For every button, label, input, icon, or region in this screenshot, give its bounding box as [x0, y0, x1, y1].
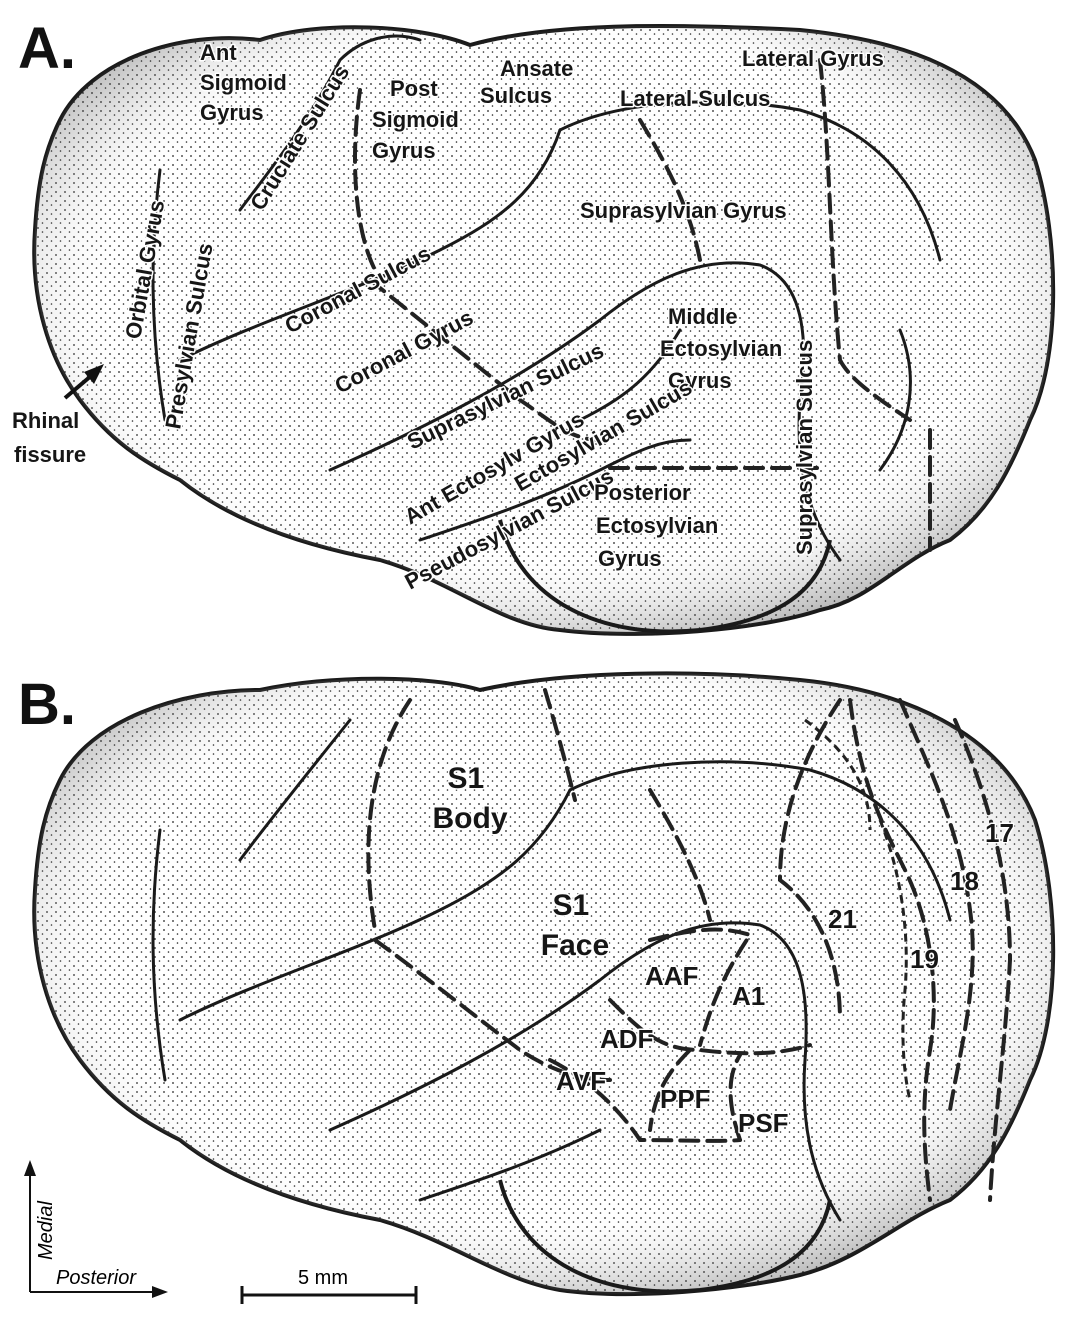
panel-b: B. S1 Body S1 Face: [18, 672, 1053, 1294]
label-area-18: 18: [950, 866, 979, 896]
label-suprasylvian-gyrus: Suprasylvian Gyrus: [580, 198, 787, 223]
label-lateral-gyrus: Lateral Gyrus: [742, 46, 884, 71]
label-posterior: Posterior: [56, 1267, 137, 1289]
label-lateral-sulcus: Lateral Sulcus: [620, 86, 770, 111]
label-adf: ADF: [600, 1024, 653, 1054]
scale-bar-label: 5 mm: [298, 1267, 348, 1289]
label-suprasylvian-sulcus-b: Suprasylvian Sulcus: [792, 340, 817, 555]
panel-b-letter: B.: [18, 672, 76, 737]
label-area-21: 21: [828, 904, 857, 934]
label-avf: AVF: [556, 1066, 606, 1096]
panel-b-edge-shading: [34, 673, 1053, 1294]
label-area-17: 17: [985, 818, 1014, 848]
posterior-arrowhead: [152, 1286, 168, 1298]
label-psf: PSF: [738, 1108, 789, 1138]
label-medial: Medial: [35, 1201, 57, 1260]
panel-a: A. Ant Sigmoid Gyrus Cruciate Sulcus Pos…: [12, 16, 1053, 634]
label-rhinal-fissure: Rhinal fissure: [12, 408, 86, 467]
label-a1: A1: [732, 981, 765, 1011]
panel-a-letter: A.: [18, 16, 76, 81]
label-area-19: 19: [910, 944, 939, 974]
label-aaf: AAF: [645, 961, 698, 991]
scale-bar: 5 mm: [242, 1267, 416, 1304]
orientation-indicator: Medial Posterior: [24, 1160, 168, 1298]
label-ppf: PPF: [660, 1084, 711, 1114]
medial-arrowhead: [24, 1160, 36, 1176]
